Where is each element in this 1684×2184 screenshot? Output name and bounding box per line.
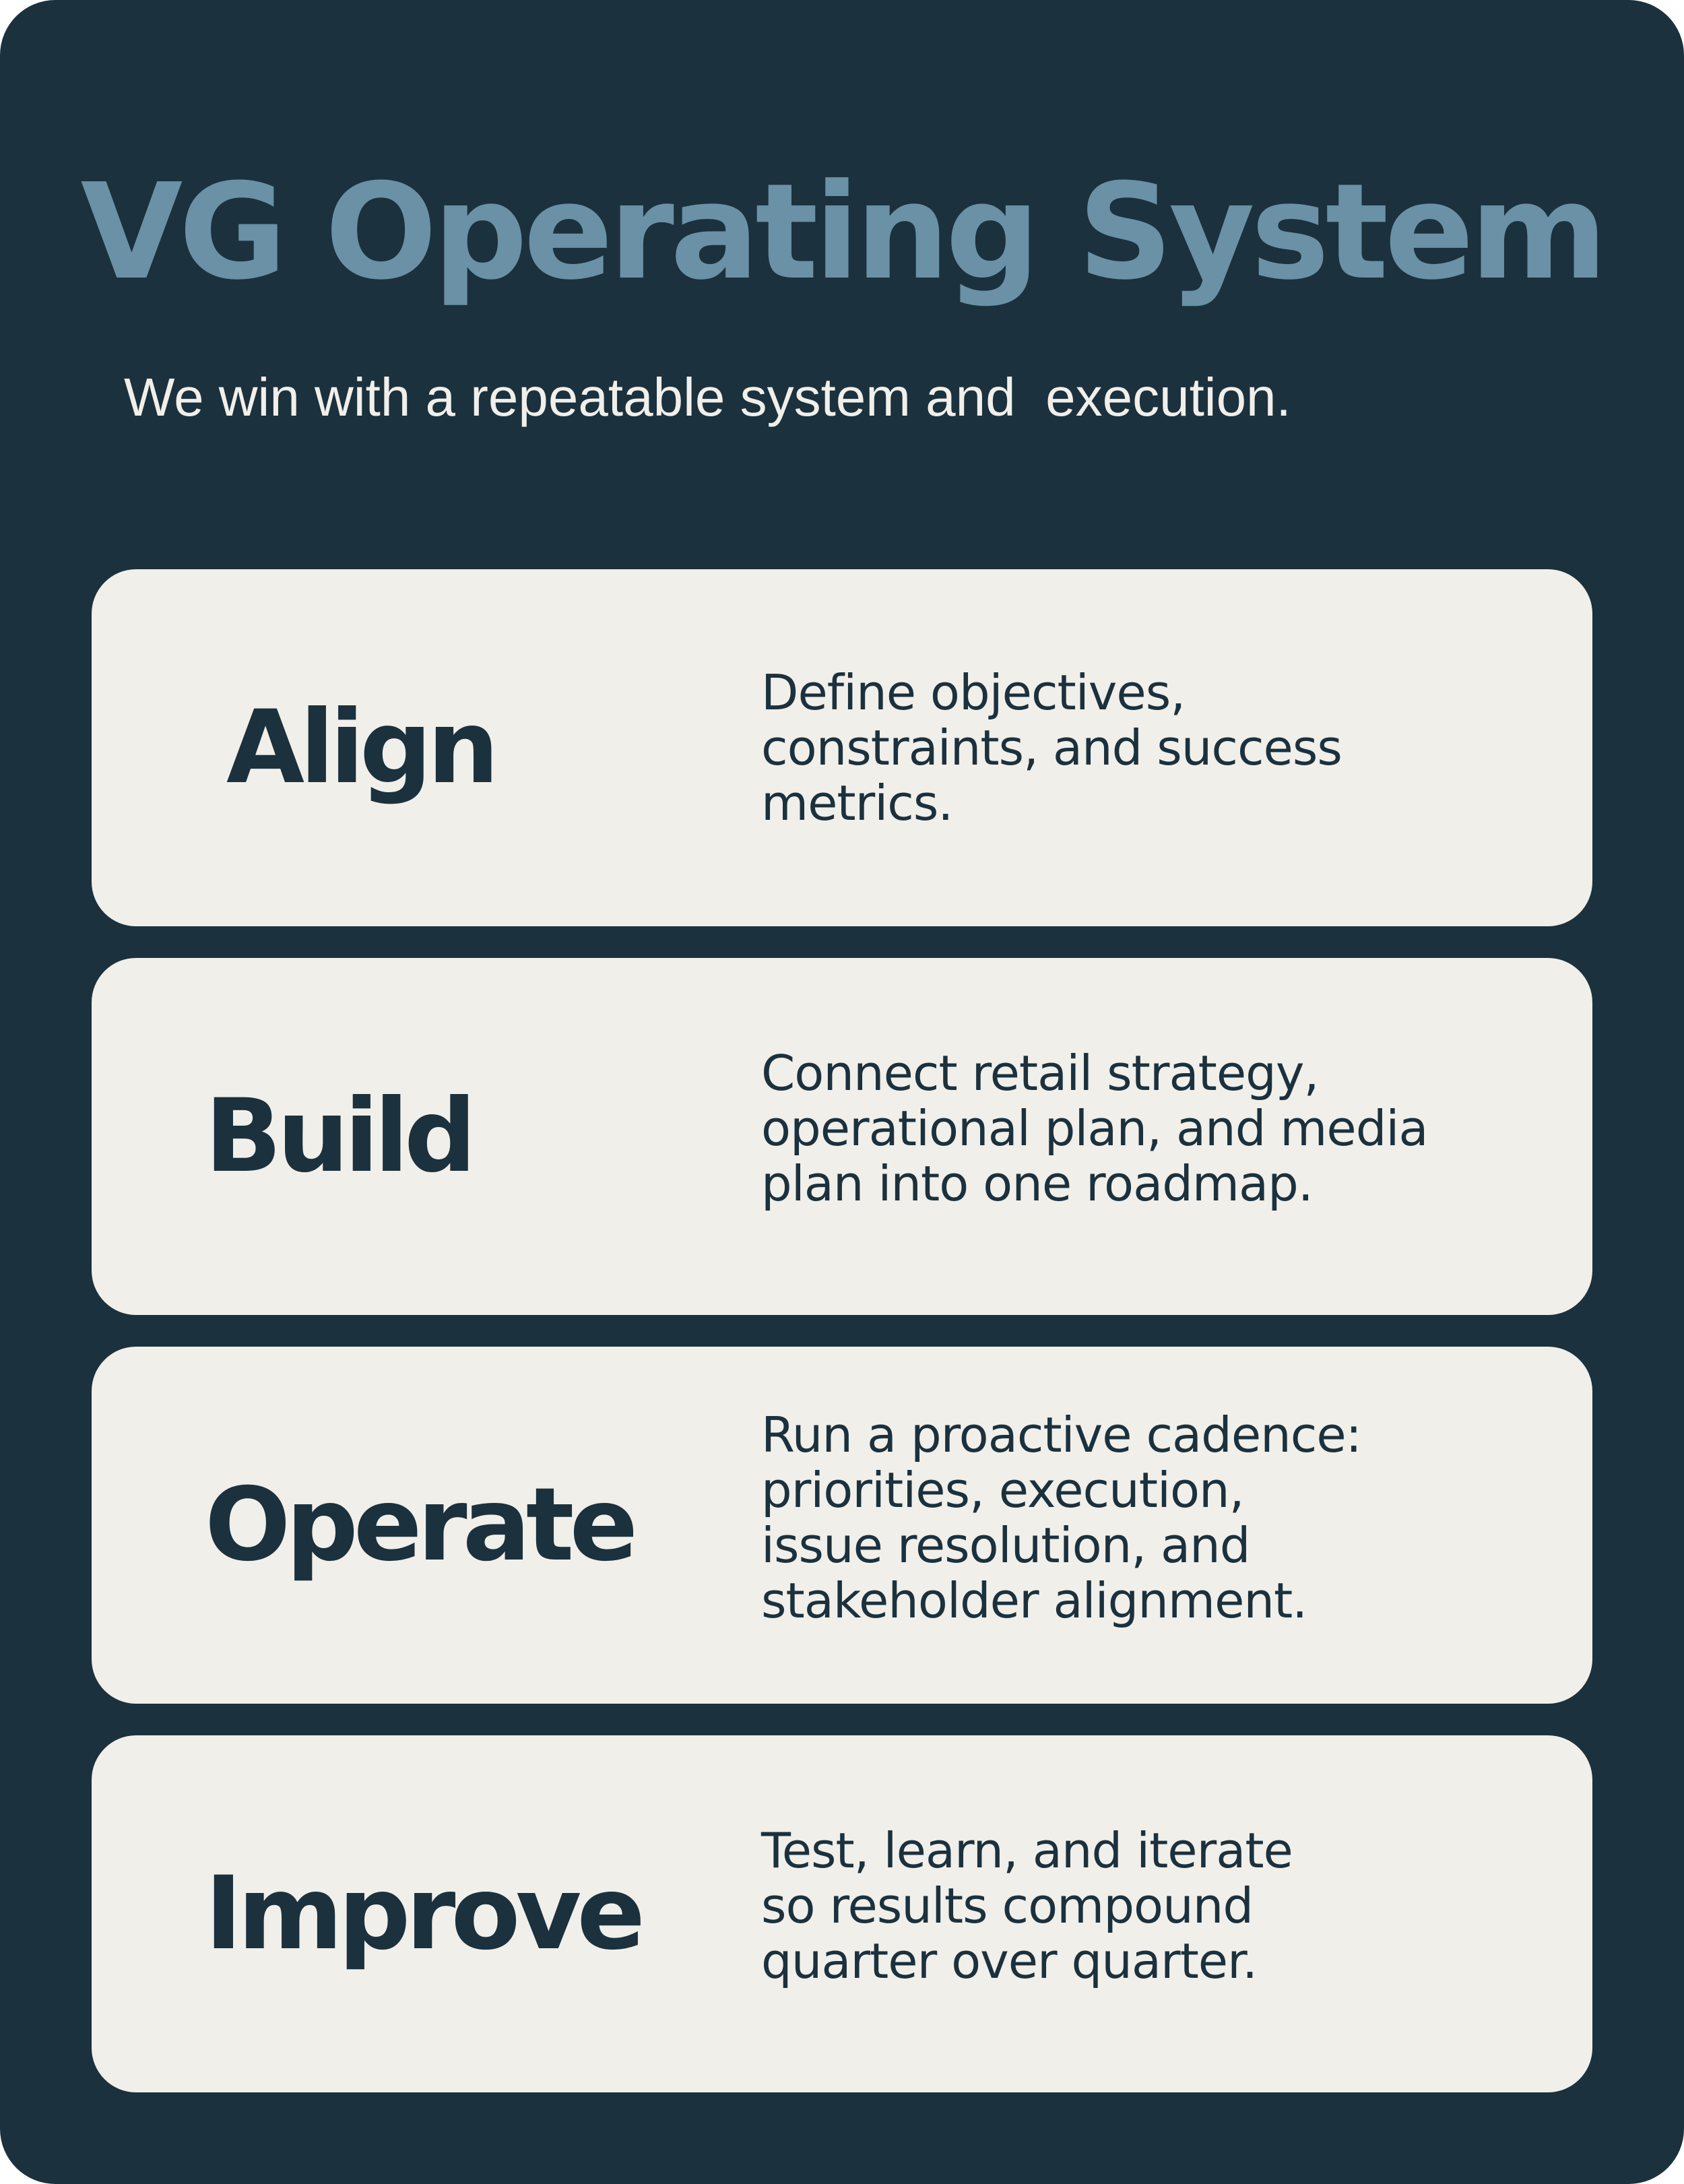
step-description: Test, learn, and iterate so results comp…	[761, 1822, 1293, 1989]
step-description: Run a proactive cadence: priorities, exe…	[761, 1407, 1362, 1629]
step-heading: Build	[205, 1078, 476, 1195]
step-card-build: Build Connect retail strategy, operation…	[92, 958, 1592, 1315]
step-card-align: Align Define objectives, constraints, an…	[92, 569, 1592, 926]
step-heading: Align	[226, 689, 499, 806]
step-card-improve: Improve Test, learn, and iterate so resu…	[92, 1735, 1592, 2092]
page-title: VG Operating System	[80, 156, 1608, 309]
step-description: Define objectives, constraints, and succ…	[761, 664, 1342, 831]
step-heading: Operate	[205, 1467, 638, 1584]
step-card-operate: Operate Run a proactive cadence: priorit…	[92, 1347, 1592, 1704]
step-description: Connect retail strategy, operational pla…	[761, 1045, 1429, 1212]
step-heading: Improve	[205, 1855, 645, 1972]
page-subtitle: We win with a repeatable system and exec…	[124, 367, 1291, 427]
